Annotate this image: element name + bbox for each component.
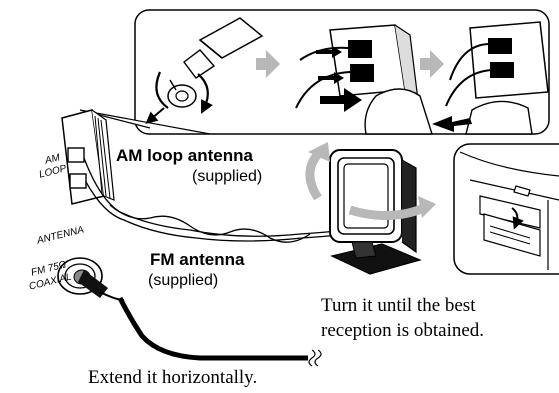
gray-right-arrow-icon (256, 50, 444, 78)
turn-instruction-line1: Turn it until the best (321, 295, 476, 316)
push-arrow-icon (320, 88, 362, 112)
am-loop-wire (83, 157, 349, 243)
fm-antenna-wire (117, 296, 322, 367)
rotate-arrow-icon (305, 142, 436, 221)
hand-icon (364, 88, 433, 135)
connector-clip-icon (295, 24, 419, 109)
turn-instruction-line2: reception is obtained. (321, 320, 485, 341)
extend-instruction: Extend it horizontally. (88, 367, 258, 388)
stand-detail-inset (453, 143, 559, 275)
am-loop-antenna-note: (supplied) (192, 168, 263, 185)
am-loop-terminal (61, 109, 115, 205)
fm-coaxial-connector (57, 257, 125, 301)
am-loop-antenna-title: AM loop antenna (116, 146, 253, 165)
am-loop-antenna (329, 149, 422, 275)
twist-wire-icon (145, 17, 264, 124)
fm-antenna-note: (supplied) (148, 272, 219, 289)
fm-antenna-title: FM antenna (150, 250, 245, 269)
connector-clip-released (432, 21, 549, 135)
